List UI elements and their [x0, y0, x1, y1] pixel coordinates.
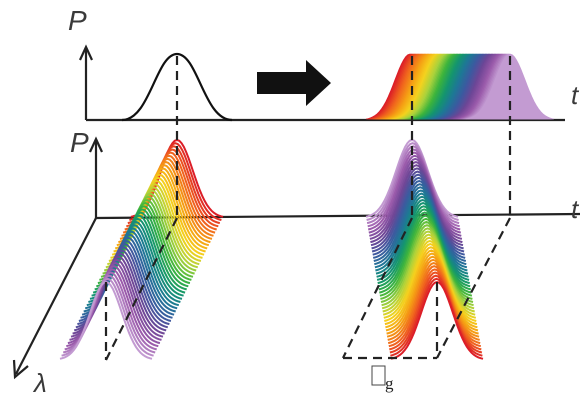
footer-symbol-label: g: [385, 374, 394, 393]
top-vertical-arrowhead: [79, 44, 93, 61]
spectral-slice-curve: [383, 239, 477, 319]
spectral-slice-curve: [372, 179, 466, 259]
spectral-slice-curve: [374, 189, 468, 269]
stretched-pulse: [365, 53, 555, 120]
chirped-spectral-waterfall: [365, 138, 484, 360]
spectral-slice-curve: [378, 211, 472, 291]
spectral-slice-curve: [375, 195, 469, 275]
spectral-slice-curve: [376, 198, 469, 278]
spectral-slice-curve: [368, 154, 462, 234]
spectral-slice-curve: [388, 268, 482, 348]
spectral-slice-curve: [377, 205, 470, 285]
spectral-slice-curve: [379, 214, 472, 294]
spectral-slice-curve: [373, 183, 467, 262]
spectral-slice-curve: [381, 227, 474, 307]
square-icon: [371, 365, 386, 386]
spectral-slice-curve: [376, 202, 470, 281]
spectral-slice-curve: [369, 161, 463, 240]
spectral-slice-curve: [380, 224, 474, 303]
spectral-slice-curve: [369, 157, 462, 237]
spectral-slice-curve: [390, 277, 483, 357]
spectral-slice-curve: [385, 252, 479, 332]
spectral-slice-curve: [386, 258, 480, 338]
right-diagonal-guide-line-a: [342, 217, 413, 359]
left-diagonal-guide-line: [105, 217, 178, 361]
right-diagonal-guide-line-b: [436, 217, 511, 359]
spectral-slice-curve: [371, 170, 464, 250]
spectral-slice-curve: [367, 151, 461, 231]
spectral-slice-curve: [385, 249, 478, 329]
spectral-slice-curve: [382, 233, 475, 313]
spectral-slice-curve: [380, 220, 473, 300]
spectral-slice-curve: [367, 148, 460, 228]
spectral-slice-curve: [382, 236, 476, 316]
spectral-slice-curve: [389, 274, 483, 354]
top-panel: P t: [68, 5, 580, 122]
wavelength-label: λ: [32, 368, 47, 394]
right-arrow-icon: [257, 60, 331, 106]
spectral-slice-curve: [374, 186, 467, 266]
input-pulse-curve: [121, 52, 233, 122]
spectral-slice-curve: [387, 262, 480, 341]
spectral-slice-curve: [379, 217, 473, 297]
top-time-label: t: [571, 80, 580, 110]
wavelength-axis: [15, 217, 97, 375]
spectral-slice-curve: [370, 167, 464, 247]
spectral-slice-curve: [366, 142, 459, 221]
spectral-slice-curve: [381, 230, 475, 310]
top-power-label: P: [68, 5, 87, 36]
spectral-slice-curve: [384, 243, 477, 322]
unchirped-spectral-waterfall: [59, 138, 224, 360]
wavelength-arrowhead: [12, 359, 29, 380]
spectral-slice-curve: [372, 176, 465, 256]
spectral-slice-curve: [371, 173, 465, 253]
spectral-slice-curve: [389, 271, 482, 351]
bottom-time-label: t: [571, 194, 580, 224]
spectral-slice-curve: [387, 265, 481, 345]
bottom-vertical-arrowhead: [89, 136, 103, 153]
bottom-panel: P t λ: [12, 56, 581, 394]
bottom-power-label: P: [70, 127, 89, 158]
spectral-slice-curve: [370, 164, 463, 244]
spectral-slice-curve: [377, 208, 471, 288]
spectral-slice-curve: [386, 255, 479, 335]
